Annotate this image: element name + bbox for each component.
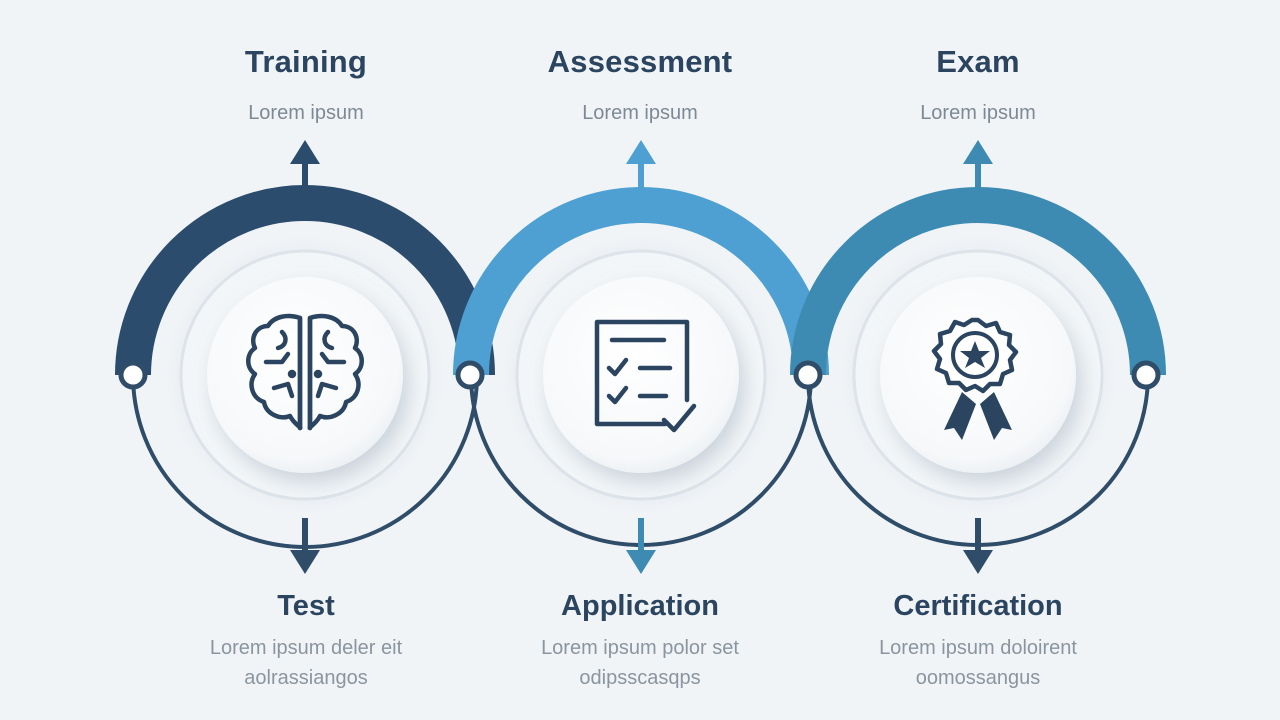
stage-1-bottom-description: Lorem ipsum deler eit aolrassiangos [136,633,476,693]
stage-3-bottom-description: Lorem ipsum doloirent oomossangus [808,633,1148,693]
stage-3-right-node [1131,360,1161,390]
award-badge-icon [931,317,1019,440]
stage-2-bottom-line-1: Lorem ipsum polor set [541,637,739,659]
stage-1-left-node [118,360,148,390]
stage-1-bottom-title: Test [277,590,335,622]
stage-3-down-arrow-head [963,550,993,574]
stage-2-top-title: Assessment [547,44,733,79]
stage-3-up-arrow-head [963,140,993,164]
brain-icon [246,313,364,431]
stage-2-left-node [455,360,485,390]
stage-2-bottom-description: Lorem ipsum polor set odipsscasqps [470,633,810,693]
stage-1-bottom-line-2: aolrassiangos [244,667,368,689]
stage-2-graphic [453,140,829,574]
stage-1-bottom-line-1: Lorem ipsum deler eit [209,637,403,659]
stage-1-disc [207,277,403,473]
stage-3-top-title: Exam [936,44,1020,79]
stage-2-bottom-line-2: odipsscasqps [579,667,701,689]
stage-3-top-subtitle: Lorem ipsum [920,102,1036,124]
stage-3-bottom-line-2: oomossangus [915,667,1041,689]
stage-1-down-arrow-head [290,550,320,574]
stage-3-bottom-title: Certification [893,590,1063,622]
stage-3-left-node [793,360,823,390]
stage-1-top-subtitle: Lorem ipsum [248,102,364,124]
stage-1-up-arrow-head [290,140,320,164]
stage-1-graphic [115,140,495,574]
stage-2-bottom-title: Application [561,590,719,622]
stage-2-top-subtitle: Lorem ipsum [582,102,698,124]
stage-2-disc [543,277,739,473]
stage-3-graphic [790,140,1166,574]
stage-2-top-arc [453,187,829,376]
stage-2-down-arrow-head [626,550,656,574]
stage-3-bottom-line-1: Lorem ipsum doloirent [879,637,1077,659]
stage-3-top-arc [790,187,1166,376]
checklist-icon [594,319,697,433]
stage-2-up-arrow-head [626,140,656,164]
stage-1-top-title: Training [244,44,368,79]
stage-1-top-arc [115,185,495,376]
